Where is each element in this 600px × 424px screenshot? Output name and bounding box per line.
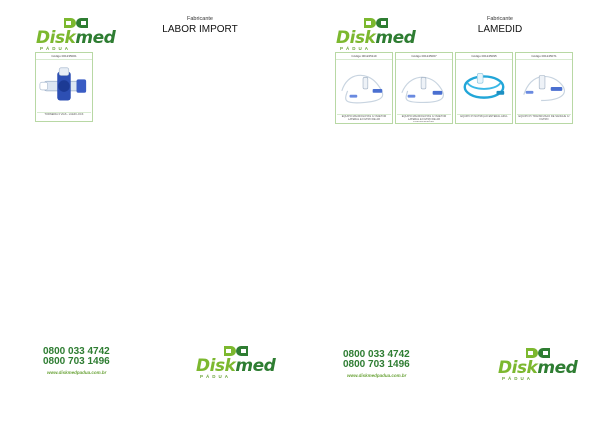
diskmed-logo: Diskmed PÁDUA — [336, 16, 416, 52]
phone-number: 0800 703 1496 — [343, 359, 410, 370]
product-description: EQUIPO MACROGOTAS C/ INJETOR LATERAL E F… — [337, 114, 391, 122]
diskmed-logo-footer: Diskmed PÁDUA — [196, 344, 276, 380]
product-description: EQUIPO MACROGOTAS C/ INJETOR LATERAL E F… — [397, 114, 451, 122]
diskmed-mark-icon — [64, 18, 88, 28]
product-code: Código 001245071 — [516, 54, 572, 60]
product-code: Código 001245067 — [396, 54, 452, 60]
product-description: EQUIPO P/ NUTRIÇÃO ENTERAL AZUL — [457, 114, 511, 122]
logo-subtitle: PÁDUA — [40, 46, 72, 51]
enteral-set-image — [463, 73, 505, 99]
diskmed-mark-icon — [526, 348, 550, 358]
product-description: TORNEIRA 3 VIAS - LUER LOCK — [37, 112, 91, 120]
phone-number: 0800 033 4742 — [343, 349, 410, 360]
product-card[interactable]: Código 001245119 EQUIPO MACROGOTAS C/ IN… — [335, 52, 393, 124]
maker-name: LABOR IMPORT — [162, 24, 238, 35]
logo-subtitle: PÁDUA — [200, 374, 232, 379]
product-code: Código 001245095 — [456, 54, 512, 60]
logo-wordmark: Diskmed — [196, 356, 276, 376]
product-code: Código 001235001 — [36, 54, 92, 60]
catalog-page-right: Diskmed PÁDUA Fabricante LAMEDID Código … — [300, 0, 600, 424]
product-card[interactable]: Código 001245067 EQUIPO MACROGOTAS C/ IN… — [395, 52, 453, 124]
logo-wordmark: Diskmed — [498, 358, 578, 378]
website-link[interactable]: www.diskmedpadua.com.br — [347, 373, 407, 378]
product-card[interactable]: Código 001235001 TORNEIRA 3 VIAS - LUER … — [35, 52, 93, 122]
diskmed-logo: Diskmed PÁDUA — [36, 16, 116, 52]
product-code: Código 001245119 — [336, 54, 392, 60]
infusion-set-image — [401, 76, 444, 104]
logo-subtitle: PÁDUA — [340, 46, 372, 51]
infusion-set-image — [341, 74, 384, 104]
stopcock-image — [39, 67, 87, 101]
logo-wordmark: Diskmed — [336, 28, 416, 48]
maker-label: Fabricante — [487, 16, 513, 22]
contact-phones: 0800 033 4742 0800 703 1496 www.diskmedp… — [43, 346, 110, 376]
maker-label: Fabricante — [187, 16, 213, 22]
diskmed-mark-icon — [224, 346, 248, 356]
logo-subtitle: PÁDUA — [502, 376, 534, 381]
diskmed-logo-footer: Diskmed PÁDUA — [498, 346, 578, 382]
phone-number: 0800 703 1496 — [43, 356, 110, 367]
phone-number: 0800 033 4742 — [43, 346, 110, 357]
contact-phones: 0800 033 4742 0800 703 1496 www.diskmedp… — [343, 349, 410, 379]
maker-name: LAMEDID — [477, 24, 523, 35]
infusion-set-image — [523, 75, 565, 102]
product-description: EQUIPO P/ TRANSFUSÃO DE SANGUE C/ FILTRO — [517, 114, 571, 121]
product-card[interactable]: Código 001245095 EQUIPO P/ NUTRIÇÃO ENTE… — [455, 52, 513, 124]
website-link[interactable]: www.diskmedpadua.com.br — [47, 370, 107, 375]
logo-wordmark: Diskmed — [36, 28, 116, 48]
diskmed-mark-icon — [364, 18, 388, 28]
catalog-page-left: Diskmed PÁDUA Fabricante LABOR IMPORT Có… — [35, 16, 276, 380]
product-card[interactable]: Código 001245071 EQUIPO P/ TRANSFUSÃO DE… — [515, 52, 573, 124]
